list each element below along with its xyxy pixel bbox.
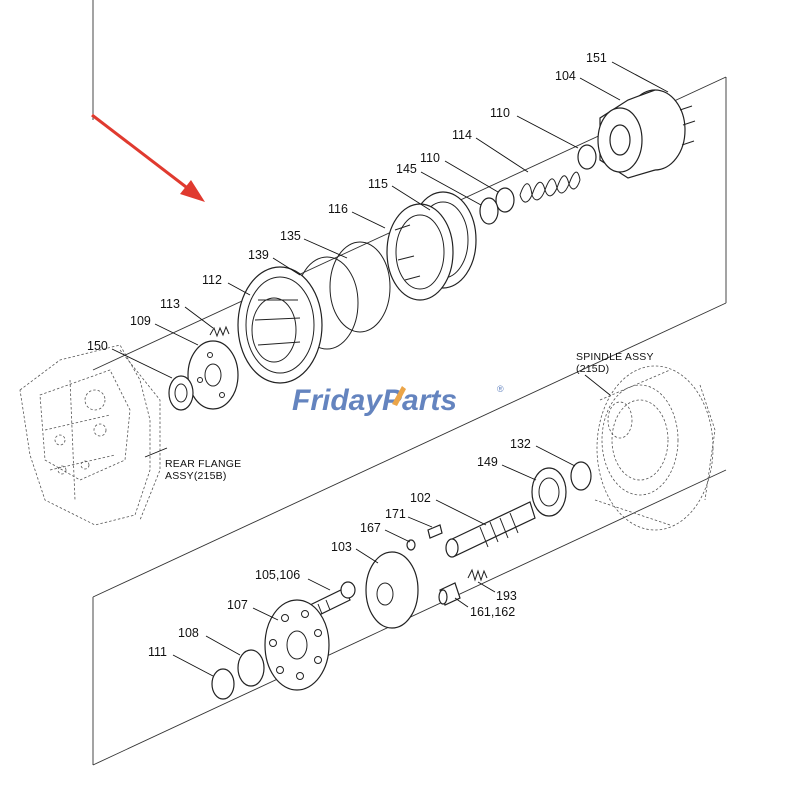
label-104: 104 (555, 69, 576, 83)
label-110: 110 (420, 151, 440, 165)
part-150-bearing (168, 375, 194, 411)
label-112: 112 (202, 273, 222, 287)
label-116: 116 (328, 202, 348, 216)
part-145-ring (479, 197, 499, 225)
label-171: 171 (385, 507, 406, 521)
rear-flange-assembly (19, 344, 161, 526)
label-135: 135 (280, 229, 301, 243)
label-110: 110 (490, 106, 510, 120)
part-115-116-plates (386, 191, 477, 301)
label-103: 103 (331, 540, 352, 554)
label-107: 107 (227, 598, 248, 612)
label-102: 102 (410, 491, 431, 505)
watermark-registered-mark: ® (497, 384, 504, 394)
rear-flange-caption-line1: REAR FLANGE (165, 458, 241, 470)
part-107-retainer-plate (264, 599, 330, 691)
label-105-106: 105,106 (255, 568, 300, 582)
part-149-bearing (531, 467, 567, 517)
label-193: 193 (496, 589, 517, 603)
spindle-assembly (594, 365, 716, 531)
label-149: 149 (477, 455, 498, 469)
part-132-ring (570, 461, 592, 491)
label-111: 111 (148, 645, 167, 659)
part-110-shim-lower (495, 187, 515, 213)
label-145: 145 (396, 162, 417, 176)
watermark-part1: Friday (292, 384, 383, 417)
part-109-plate (187, 340, 239, 410)
label-132: 132 (510, 437, 531, 451)
spindle-caption-line1: SPINDLE ASSY (576, 351, 654, 363)
part-167-ball (406, 539, 416, 551)
label-150: 150 (87, 339, 108, 353)
label-151: 151 (586, 51, 607, 65)
part-161-162-plug (438, 582, 461, 606)
label-113: 113 (160, 297, 180, 311)
part-103-plate (365, 551, 419, 629)
leader-lines (111, 61, 669, 677)
watermark-accent-swoosh (392, 386, 406, 406)
watermark-part2: Parts (382, 384, 457, 417)
label-114: 114 (452, 128, 472, 142)
label-161-162: 161,162 (470, 605, 515, 619)
part-105-106-piston (309, 581, 356, 618)
label-115: 115 (368, 177, 388, 191)
assembly-captions: REAR FLANGE ASSY(215B) SPINDLE ASSY (215… (165, 351, 654, 482)
label-167: 167 (360, 521, 381, 535)
part-135-o-ring (329, 241, 391, 333)
part-102-shaft (445, 501, 536, 558)
part-113-spring (209, 325, 230, 338)
svg-text:FridayParts: FridayParts (292, 384, 457, 417)
part-104-cylinder-block (597, 89, 696, 179)
part-110-shim-upper (577, 144, 597, 170)
part-193-spring (467, 568, 488, 582)
label-139: 139 (248, 248, 269, 262)
part-171-pin (427, 524, 443, 539)
part-114-spring (519, 171, 581, 203)
part-labels: 151 104 110 114 110 145 115 116 135 139 … (87, 51, 607, 659)
rear-flange-caption-line2: ASSY(215B) (165, 470, 227, 482)
pointer-arrow (91, 113, 205, 202)
label-108: 108 (178, 626, 199, 640)
part-112-housing (237, 266, 323, 384)
part-111-ring (211, 668, 235, 700)
watermark-logo: FridayParts ® (292, 384, 504, 417)
label-109: 109 (130, 314, 151, 328)
spindle-caption-line2: (215D) (576, 363, 609, 375)
part-108-ring (237, 649, 265, 687)
